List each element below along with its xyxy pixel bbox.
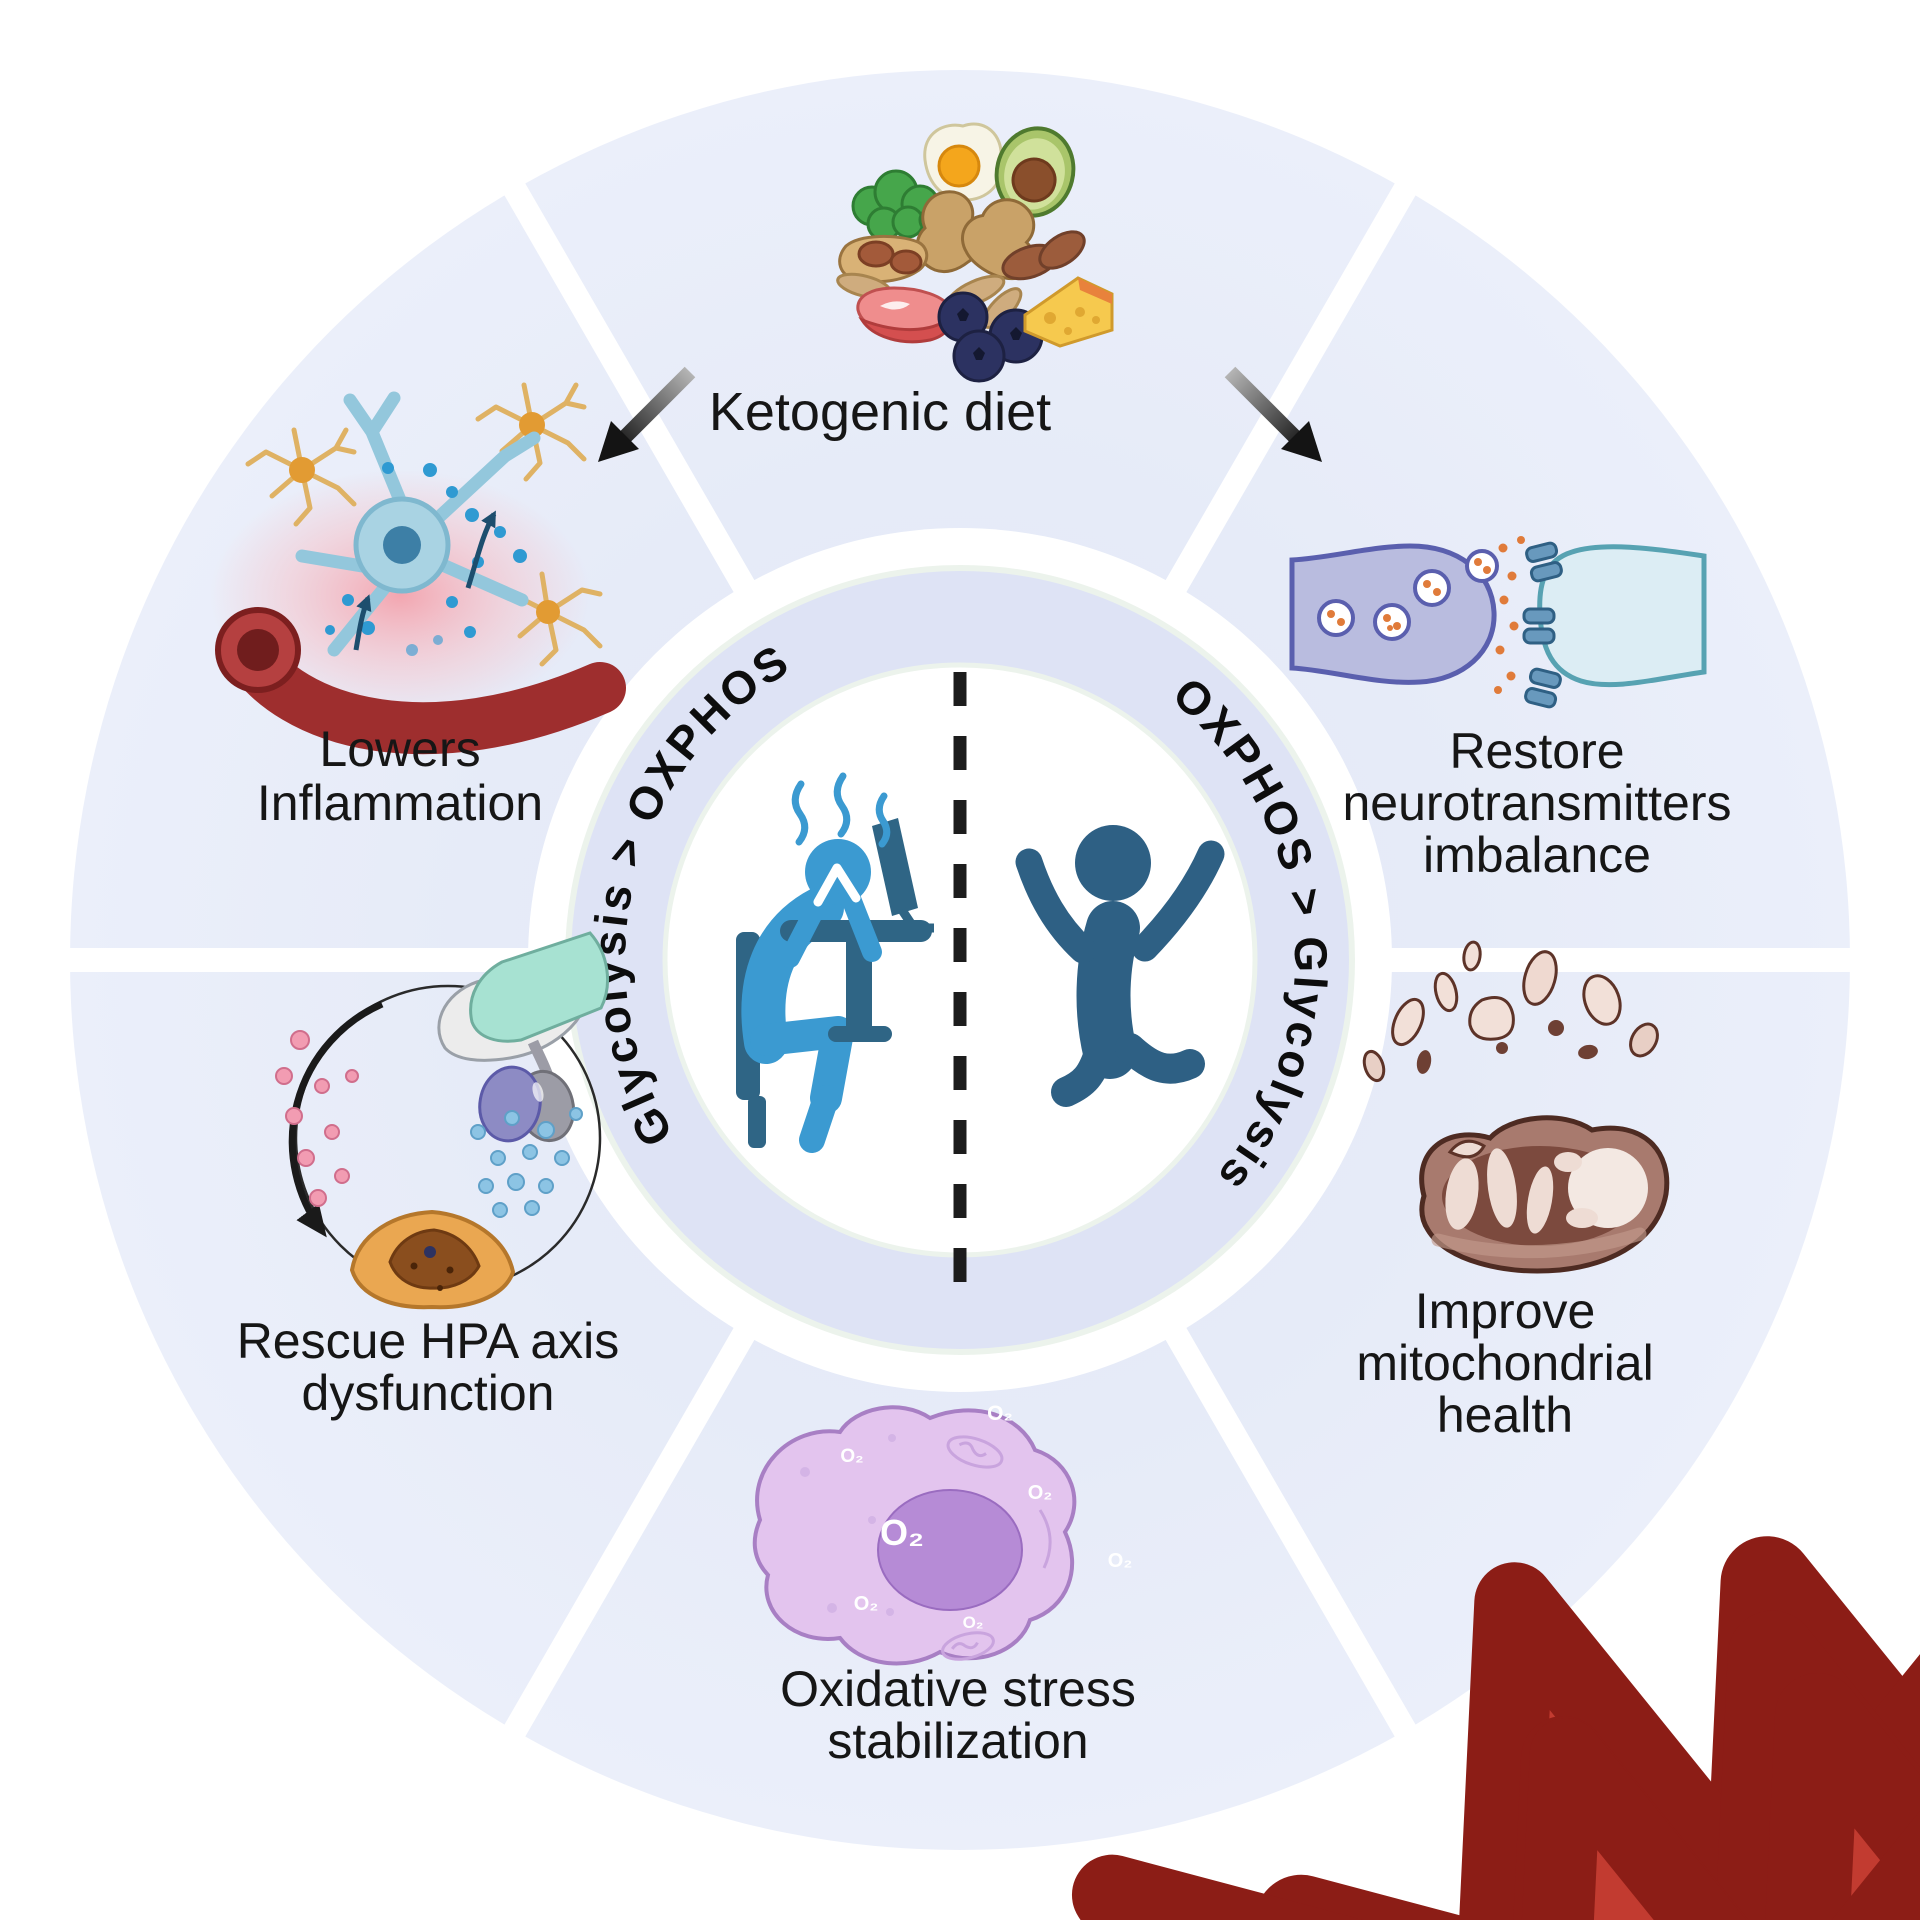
cheese-icon bbox=[1023, 276, 1114, 348]
arrow-right-icon bbox=[1224, 366, 1322, 462]
label-hpa-2: dysfunction bbox=[302, 1365, 555, 1421]
hormone-dots-blue bbox=[470, 1107, 583, 1218]
blueberries-icon bbox=[937, 291, 1044, 383]
cell-mitochondria-icon bbox=[941, 1435, 1052, 1661]
label-neuro-1: Restore bbox=[1449, 723, 1624, 779]
label-oxidative-1: Oxidative stress bbox=[780, 1661, 1136, 1717]
ros-label: O₂ bbox=[1028, 1482, 1052, 1504]
label-mito-3: health bbox=[1437, 1387, 1573, 1443]
ros-starbursts: O₂ O₂ O₂ O₂ O₂ O₂ O₂ bbox=[840, 1402, 1920, 1920]
label-mito-2: mitochondrial bbox=[1356, 1335, 1653, 1391]
adrenal-gland-icon bbox=[349, 1209, 516, 1310]
neuron-astrocytes-vessel-illustration bbox=[210, 382, 626, 755]
happy-person-figure bbox=[1015, 825, 1225, 1107]
label-ketogenic-diet: Ketogenic diet bbox=[709, 382, 1051, 442]
almonds-icon bbox=[1001, 230, 1086, 281]
ros-label: O₂ bbox=[963, 1613, 984, 1632]
ros-label: O₂ bbox=[1108, 1550, 1132, 1572]
stress-squiggle-icon bbox=[791, 772, 891, 848]
hpa-axis-illustration bbox=[275, 931, 609, 1310]
ros-label: O₂ bbox=[880, 1512, 924, 1553]
mito-cristae-icon bbox=[1445, 1148, 1648, 1234]
neurotransmitter-dots bbox=[1327, 536, 1525, 694]
label-neuro-3: imbalance bbox=[1423, 827, 1651, 883]
cell-nucleus-icon bbox=[877, 1489, 1023, 1611]
cell-ros-illustration: O₂ O₂ O₂ O₂ O₂ O₂ O₂ bbox=[752, 1402, 1920, 1920]
cell-granules bbox=[800, 1434, 896, 1616]
label-hpa-1: Rescue HPA axis bbox=[237, 1313, 620, 1369]
hypothalamus-icon bbox=[437, 931, 609, 1062]
ros-label: O₂ bbox=[840, 1446, 863, 1467]
label-mito-1: Improve bbox=[1415, 1283, 1596, 1339]
label-lowers-inflammation-2: Inflammation bbox=[257, 775, 543, 831]
keto-foods-illustration bbox=[836, 122, 1114, 383]
mito-tear-icon bbox=[1447, 1139, 1487, 1159]
receptor-icons bbox=[1522, 541, 1563, 709]
fried-egg-icon bbox=[923, 122, 1004, 202]
synaptic-vesicles-icon bbox=[1317, 549, 1499, 641]
postsynaptic-terminal-icon bbox=[1537, 544, 1707, 688]
ros-label: O₂ bbox=[854, 1593, 878, 1615]
synapse-illustration bbox=[1289, 536, 1707, 709]
avocado-icon bbox=[994, 126, 1076, 218]
hpa-cycle-arrow-icon bbox=[288, 1000, 384, 1238]
ros-label: O₂ bbox=[987, 1402, 1013, 1425]
label-lowers-inflammation-1: Lowers bbox=[319, 721, 480, 777]
label-neuro-2: neurotransmitters bbox=[1342, 775, 1731, 831]
mitochondrion-illustration bbox=[1362, 940, 1670, 1274]
label-oxidative-2: stabilization bbox=[827, 1713, 1088, 1769]
stressed-person-figure bbox=[736, 772, 934, 1153]
arrow-left-icon bbox=[598, 366, 696, 462]
hormone-dots-pink bbox=[275, 1030, 359, 1207]
pituitary-icon bbox=[478, 1039, 576, 1143]
astrocyte-icon bbox=[245, 382, 603, 667]
mito-fragments bbox=[1362, 940, 1659, 1083]
